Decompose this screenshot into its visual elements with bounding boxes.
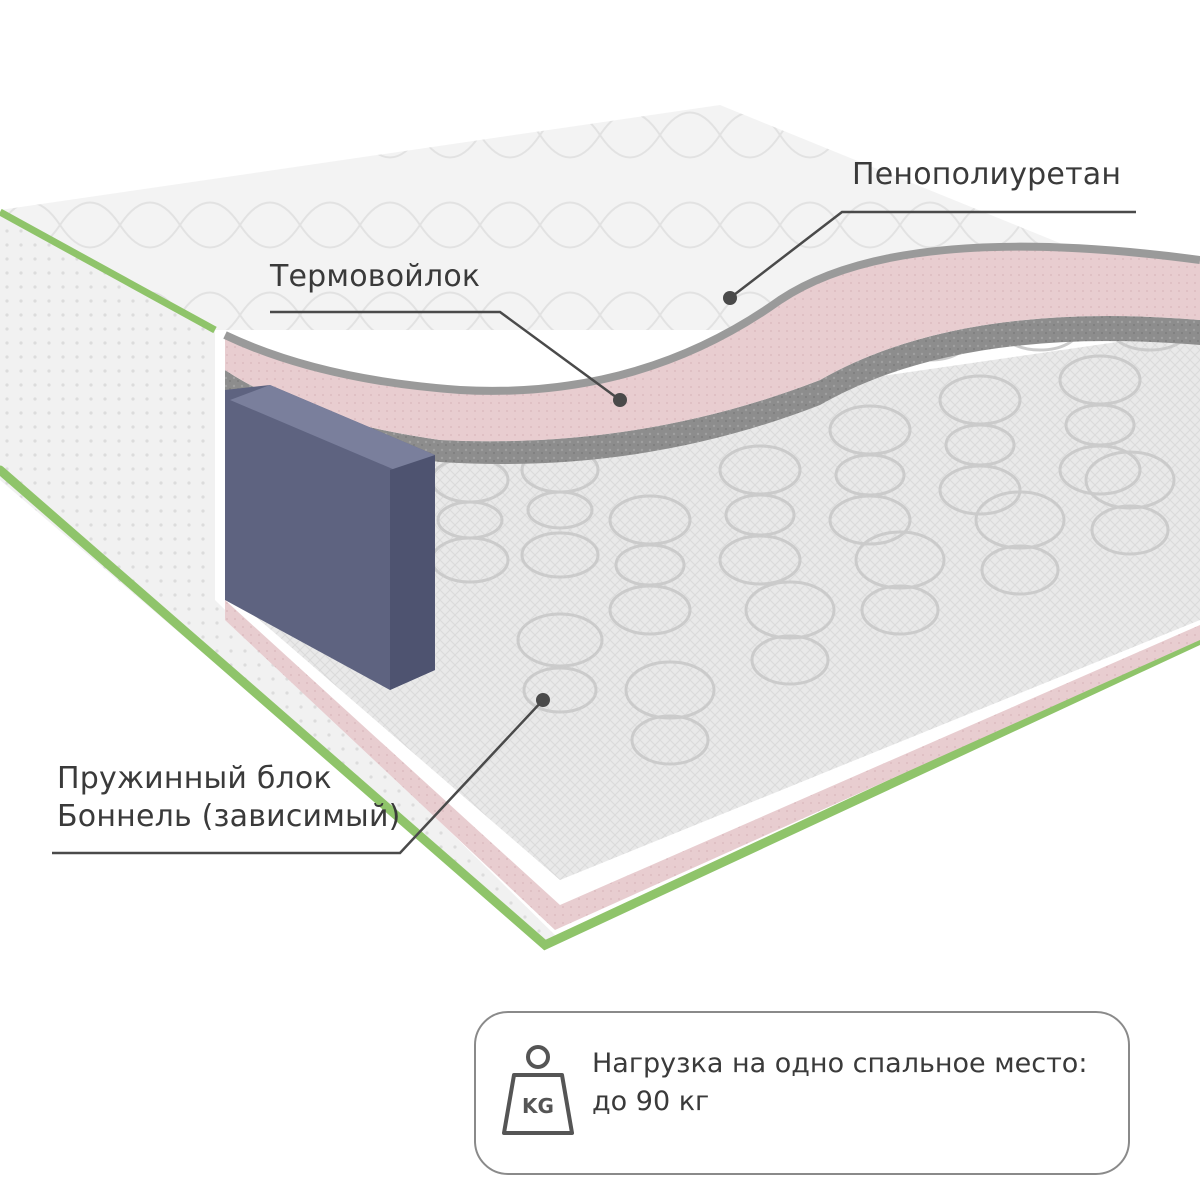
bottom-foam-edge [225, 600, 1200, 930]
leader-dot-termo [613, 393, 627, 407]
label-spring-block: Пружинный блок Боннель (зависимый) [57, 760, 401, 836]
leader-dot-spring [536, 693, 550, 707]
weight-kg-icon: KG [502, 1045, 574, 1135]
load-info-box: KG Нагрузка на одно спальное место: до 9… [474, 1011, 1130, 1175]
frame-block-top [230, 385, 435, 470]
ppu-layer-edge [223, 242, 1200, 395]
leader-spring [52, 699, 544, 855]
mesh-base [225, 330, 1200, 880]
leader-ppu [729, 210, 1136, 299]
leader-lines [52, 210, 1136, 855]
leader-termo [270, 310, 621, 402]
mattress-side-panel [0, 215, 560, 940]
load-info-text: Нагрузка на одно спальное место: до 90 к… [592, 1045, 1087, 1121]
frame-block-front [390, 455, 435, 690]
termovoilok-layer [225, 316, 1200, 465]
label-termovoilok: Термовойлок [270, 259, 481, 294]
piping-top-edge [0, 208, 217, 334]
label-spring-line2: Боннель (зависимый) [57, 799, 401, 834]
bonnel-springs [430, 308, 1190, 766]
leader-dots [536, 291, 737, 707]
label-ppu: Пенополиуретан [852, 157, 1122, 192]
label-spring-line1: Пружинный блок [57, 761, 332, 796]
weight-icon-label: KG [522, 1094, 554, 1118]
load-info-line1: Нагрузка на одно спальное место: [592, 1048, 1088, 1079]
load-info-line2: до 90 кг [592, 1086, 710, 1117]
piping-bottom-edge [0, 465, 1200, 951]
leader-dot-ppu [723, 291, 737, 305]
